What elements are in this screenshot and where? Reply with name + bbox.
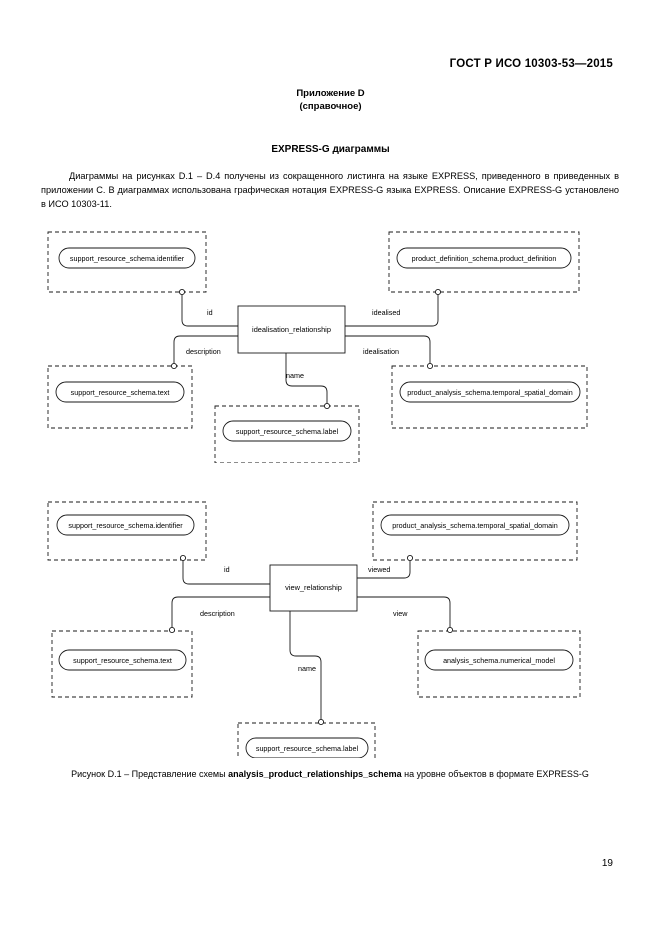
relationship-entity-box: view_relationship [269,564,358,612]
dashed-schema-box [388,231,580,293]
intro-paragraph: Диаграммы на рисунках D.1 – D.4 получены… [41,171,619,209]
connector-endpoint-circle [426,362,434,370]
edge-label-name: name [286,371,304,380]
schema-frame-bottom-center: support_resource_schema.label [237,722,376,758]
dashed-schema-box [47,365,193,429]
entity-node-label: support_resource_schema.label [256,744,359,753]
entity-node-label: product_analysis_schema.temporal_spatial… [392,521,557,530]
express-g-diagram-view-relationship: support_resource_schema.identifier produ… [47,501,581,758]
figure-caption-suffix: на уровне объектов в формате EXPRESS-G [401,769,589,779]
connector-name: name [285,353,331,410]
relationship-entity-box: idealisation_relationship [237,305,346,354]
dashed-schema-box [47,501,207,561]
connector-name: name [289,611,325,726]
entity-node [424,649,574,671]
schema-frame-bottom-right: product_analysis_schema.temporal_spatial… [391,365,588,429]
figure-caption-prefix: Рисунок D.1 – Представление схемы [71,769,229,779]
edge-label-view: view [393,609,408,618]
edge-label-name: name [298,664,316,673]
dashed-schema-box [372,501,578,561]
connector-idealisation: idealisation [345,335,434,370]
edge-label-description: description [200,609,235,618]
entity-node [399,381,581,403]
connector-view: view [357,596,454,634]
connector-description: description [170,335,238,370]
entity-node-label: support_resource_schema.label [236,427,339,436]
entity-node-label: product_definition_schema.product_defini… [412,254,557,263]
schema-frame-top-right: product_definition_schema.product_defini… [388,231,580,293]
schema-frame-top-left: support_resource_schema.identifier [47,501,207,561]
connector-endpoint-circle [178,288,186,296]
dashed-schema-box [47,231,207,293]
entity-box-label: view_relationship [285,583,342,592]
connector-viewed: viewed [357,554,414,579]
edge-label-viewed: viewed [368,565,390,574]
page-number: 19 [601,858,613,869]
entity-node [222,420,352,442]
entity-box [269,564,358,612]
entity-node [56,514,195,536]
entity-node [396,247,572,269]
edge-label-id: id [207,308,213,317]
schema-frame-bottom-left: support_resource_schema.text [47,365,193,429]
figure-caption-schema: analysis_product_relationships_schema [228,769,402,779]
dashed-schema-box [391,365,588,429]
entity-node [55,381,185,403]
entity-box-label: idealisation_relationship [252,325,331,334]
entity-box [237,305,346,354]
connector-endpoint-circle [168,626,176,634]
dashed-schema-box [51,630,193,698]
connector-endpoint-circle [406,554,414,562]
edge-label-description: description [186,347,221,356]
connector-endpoint-circle [317,718,325,726]
connector-endpoint-circle [446,626,454,634]
entity-node [245,737,369,758]
entity-node-label: support_resource_schema.identifier [70,254,185,263]
schema-frame-bottom-center: support_resource_schema.label [214,405,360,463]
connector-id: id [179,554,270,585]
entity-node [380,514,570,536]
edge-label-idealised: idealised [372,308,400,317]
connector-id: id [178,288,238,327]
express-g-diagram-idealisation-relationship: support_resource_schema.identifier produ… [47,231,588,463]
annex-title: Приложение D [296,88,365,99]
edge-label-id: id [224,565,230,574]
entity-node [58,649,187,671]
dashed-schema-box [417,630,581,698]
entity-node-label: support_resource_schema.identifier [68,521,183,530]
connector-endpoint-circle [170,362,178,370]
annex-subtitle: (справочное) [299,101,362,112]
schema-frame-bottom-left: support_resource_schema.text [51,630,193,698]
entity-node-label: analysis_schema.numerical_model [443,656,555,665]
schema-frame-top-left: support_resource_schema.identifier [47,231,207,293]
section-title: EXPRESS-G диаграммы [271,144,390,155]
connector-endpoint-circle [434,288,442,296]
connector-description: description [168,596,270,634]
connector-endpoint-circle [323,402,331,410]
schema-frame-bottom-right: analysis_schema.numerical_model [417,630,581,698]
entity-node-label: product_analysis_schema.temporal_spatial… [407,388,572,397]
connector-idealised: idealised [345,288,442,327]
connector-endpoint-circle [179,554,187,562]
entity-node-label: support_resource_schema.text [71,388,170,397]
entity-node-label: support_resource_schema.text [73,656,172,665]
entity-node [58,247,196,269]
dashed-schema-box [237,722,376,758]
dashed-schema-box [214,405,360,463]
schema-frame-top-right: product_analysis_schema.temporal_spatial… [372,501,578,561]
figure-caption: Рисунок D.1 – Представление схемы analys… [41,768,619,781]
standard-header: ГОСТ Р ИСО 10303-53—2015 [449,58,613,70]
edge-label-idealisation: idealisation [363,347,399,356]
